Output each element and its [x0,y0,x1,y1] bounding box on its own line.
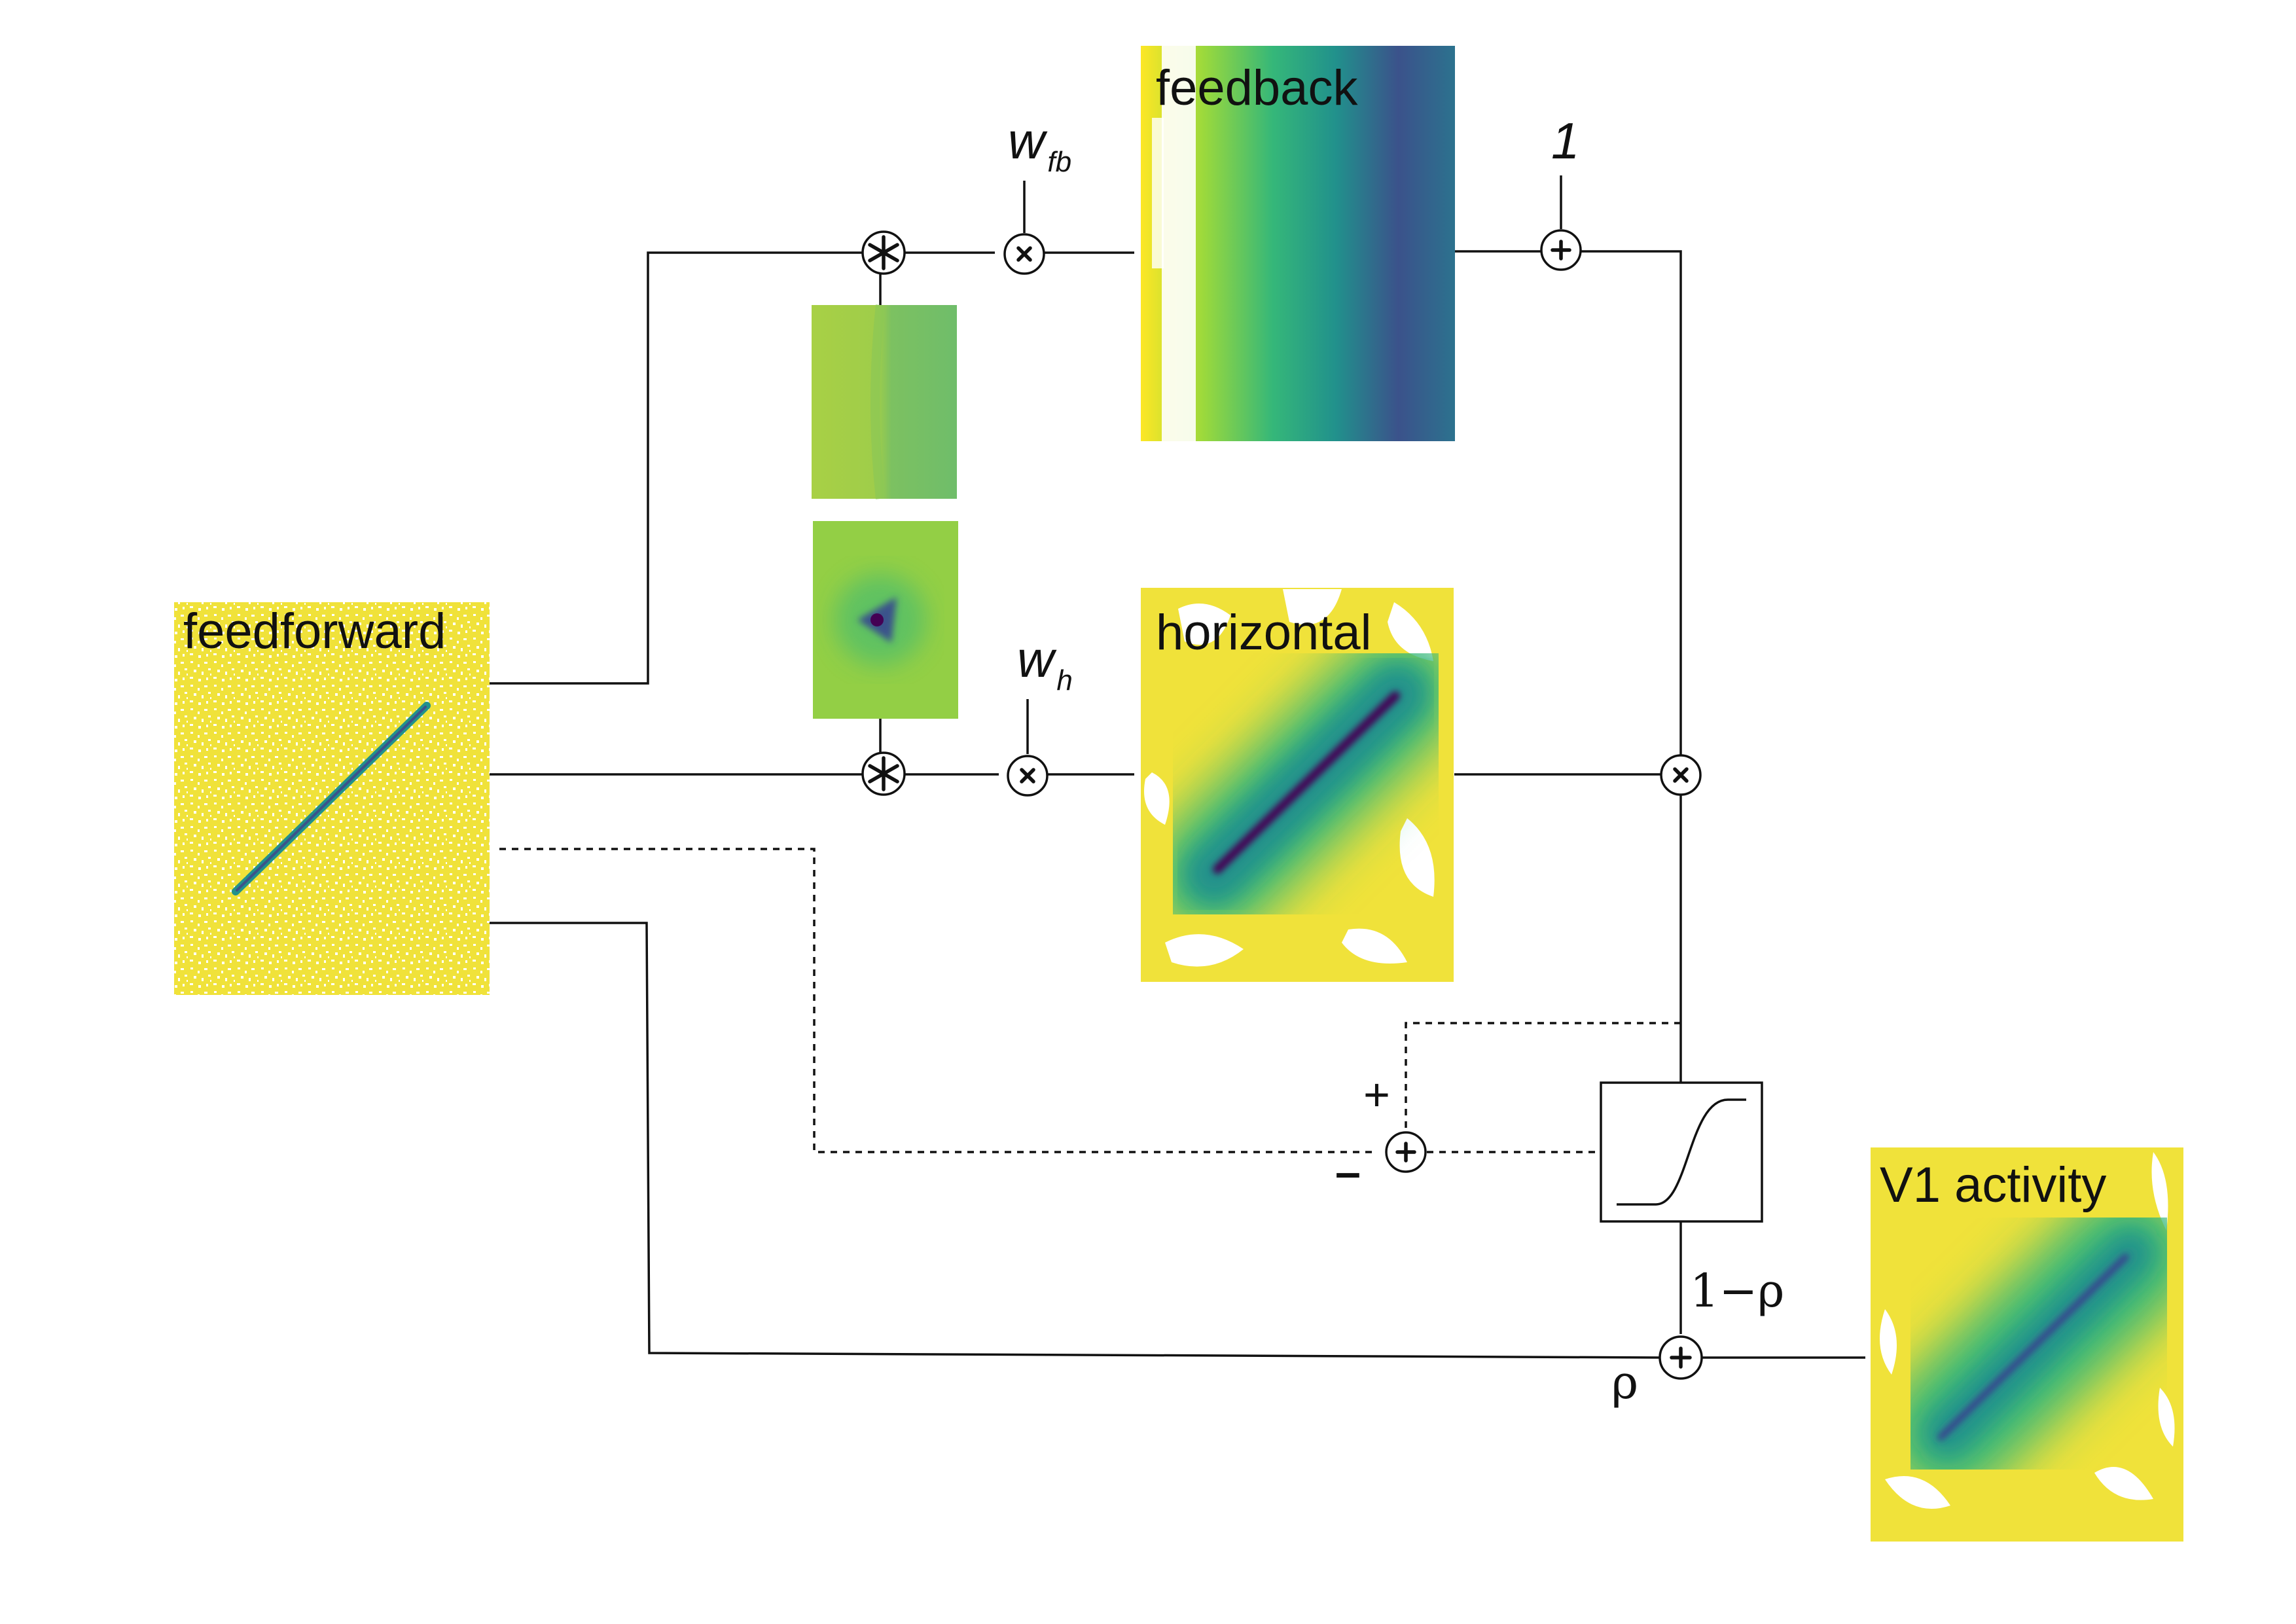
ff-to-feedback-wire [490,251,863,685]
multiply-node-horizontal [1007,755,1049,797]
svg-text:wh: wh [1017,630,1073,696]
plus-icon [1551,240,1571,261]
plus-icon [1395,1142,1416,1163]
weight-fb-label: wfb [1008,112,1071,178]
plus-sign-label: + [1363,1069,1390,1120]
weight-h-base: w [1017,630,1057,688]
times-icon [1020,768,1035,784]
asterisk-icon [868,235,899,270]
horizontal-panel: horizontal [1141,588,1454,982]
v1-activity-panel: V1 activity [1871,1147,2183,1542]
v1-ridge [1937,1254,2129,1441]
feedback-white-streak [1162,46,1196,441]
feedback-kernel-edge [870,304,885,499]
times-icon [1673,767,1689,783]
horizontal-kernel [813,521,958,719]
feedback-panel: feedback [1141,46,1455,441]
feedback-kernel [812,304,957,499]
convolution-node-horizontal [861,751,906,796]
feedback-white-streak-2 [1152,118,1164,268]
comparison-sum-node [1385,1131,1427,1173]
svg-text:wfb: wfb [1008,112,1071,178]
dashed-ff-wire [499,848,1372,1153]
minus-sign-label: – [1335,1146,1361,1197]
multiply-node-feedback [1003,233,1045,275]
ff-to-output-wire [490,922,1662,1359]
plus-icon [1670,1346,1692,1369]
weight-h-sub: h [1056,664,1072,696]
asterisk-icon [868,756,899,791]
rho-label: ρ [1611,1356,1638,1409]
plus-one-node [1540,229,1582,271]
weight-h-label: wh [1017,630,1073,696]
one-minus-rho-label: 1−ρ [1690,1264,1784,1318]
gating-multiply-node [1660,754,1702,796]
feedforward-panel: feedforward [174,602,490,995]
feedforward-title: feedforward [183,604,446,659]
sigmoid-box [1600,1081,1763,1223]
sigmoid-curve-icon [1617,1098,1746,1206]
feedforward-line-core [236,706,427,892]
convolution-node-feedback [861,230,906,275]
sigmoid-frame [1600,1081,1763,1223]
times-icon [1016,246,1032,262]
wires [490,175,1865,1359]
horizontal-title: horizontal [1156,605,1372,660]
wire-plus1-down [1581,250,1682,755]
horizontal-ridge [1213,691,1400,874]
dashed-feedback-wire [1405,1022,1681,1131]
weight-fb-base: w [1008,112,1048,170]
v1-title: V1 activity [1880,1157,2106,1213]
mixing-sum-node [1659,1335,1703,1380]
feedback-title: feedback [1156,60,1358,116]
constant-one-label: 1 [1551,112,1579,170]
feedback-kernel-map [812,305,957,499]
horizontal-kernel-core [870,613,884,626]
horizontal-white-patches [1144,589,1435,967]
weight-fb-sub: fb [1047,146,1071,178]
